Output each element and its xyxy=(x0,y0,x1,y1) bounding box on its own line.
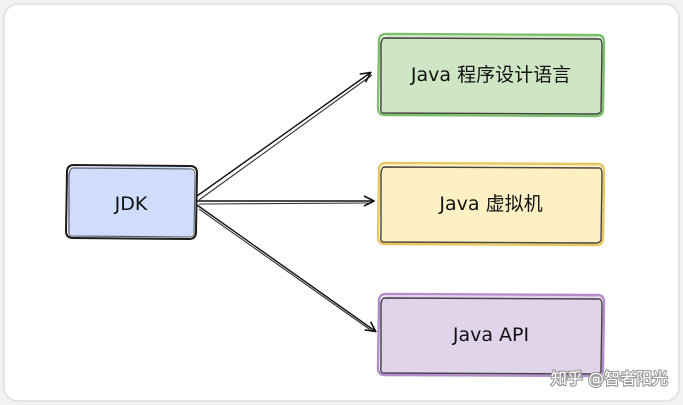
edge-jdk-to-language xyxy=(196,71,373,201)
node-java-language: Java 程序设计语言 xyxy=(376,32,606,118)
node-java-language-label: Java 程序设计语言 xyxy=(410,64,571,86)
edge-jdk-to-jvm xyxy=(197,195,375,207)
node-jdk-label: JDK xyxy=(114,193,148,215)
node-java-vm-label: Java 虚拟机 xyxy=(438,193,542,215)
watermark: 知乎 @智者阳光 xyxy=(551,369,668,388)
node-java-api-label: Java API xyxy=(452,324,529,346)
node-java-api: Java API xyxy=(376,292,606,378)
edge-jdk-to-api xyxy=(196,204,377,333)
node-jdk: JDK xyxy=(64,163,199,241)
node-java-vm: Java 虚拟机 xyxy=(376,161,606,247)
